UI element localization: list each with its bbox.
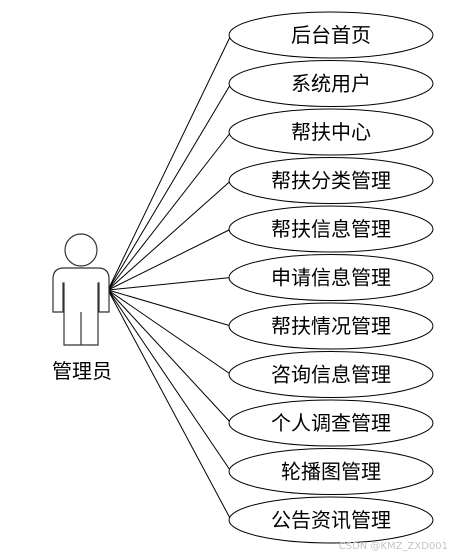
use-case-label: 后台首页 (291, 23, 371, 47)
use-case-node: 帮扶分类管理 (228, 157, 434, 204)
use-case-label: 帮扶分类管理 (271, 169, 391, 193)
use-case-ellipse (228, 60, 434, 107)
use-case-ellipse (228, 108, 434, 156)
association-line (107, 83, 232, 291)
use-case-node: 帮扶情况管理 (228, 302, 434, 350)
use-case-node: 公告资讯管理 (228, 496, 434, 544)
use-case-ellipse (228, 205, 434, 253)
use-case-label: 帮扶中心 (291, 120, 371, 144)
use-case-node: 申请信息管理 (228, 254, 434, 301)
actor-administrator: 管理员 (52, 233, 112, 383)
use-case-list: 后台首页系统用户帮扶中心帮扶分类管理帮扶信息管理申请信息管理帮扶情况管理咨询信息… (228, 11, 434, 544)
association-line (107, 289, 232, 375)
use-case-label: 帮扶情况管理 (271, 314, 391, 338)
actor-label: 管理员 (52, 359, 112, 383)
use-case-ellipse (228, 448, 434, 495)
association-line (107, 289, 232, 472)
use-case-ellipse (228, 302, 434, 350)
use-case-label: 申请信息管理 (271, 266, 391, 290)
actor-head (64, 233, 98, 267)
use-case-label: 轮播图管理 (281, 460, 381, 484)
use-case-ellipse (228, 351, 434, 398)
use-case-label: 公告资讯管理 (271, 508, 391, 532)
association-line (107, 180, 232, 291)
actor-body (52, 267, 110, 346)
use-case-ellipse (228, 157, 434, 204)
use-case-node: 轮播图管理 (228, 448, 434, 495)
association-line (107, 289, 232, 424)
association-line (107, 289, 232, 521)
use-case-label: 咨询信息管理 (271, 363, 391, 387)
use-case-node: 帮扶信息管理 (228, 205, 434, 253)
use-case-node: 咨询信息管理 (228, 351, 434, 398)
watermark-text: CSDN @KMZ_ZXD001 (339, 541, 448, 552)
use-case-node: 系统用户 (228, 60, 434, 107)
use-case-label: 系统用户 (291, 72, 371, 96)
use-case-ellipse (228, 11, 434, 59)
use-case-node: 帮扶中心 (228, 108, 434, 156)
association-line (107, 131, 232, 291)
association-line (107, 277, 232, 291)
association-line (107, 34, 232, 291)
association-line (107, 228, 232, 291)
use-case-node: 个人调查管理 (228, 399, 434, 447)
use-case-label: 帮扶信息管理 (271, 217, 391, 241)
association-lines (107, 34, 232, 521)
use-case-node: 后台首页 (228, 11, 434, 59)
use-case-ellipse (228, 254, 434, 301)
use-case-ellipse (228, 496, 434, 544)
association-line (107, 289, 232, 327)
use-case-ellipse (228, 399, 434, 447)
use-case-label: 个人调查管理 (271, 411, 391, 435)
